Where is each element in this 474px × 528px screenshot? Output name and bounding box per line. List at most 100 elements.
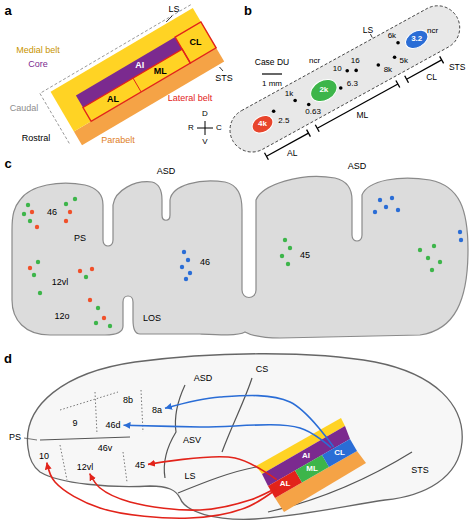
- panel-a-drawing: [40, 5, 224, 146]
- recording-site-dot: [354, 69, 358, 73]
- sulcus-label: LS: [363, 25, 373, 34]
- projection-arrow: [148, 457, 277, 480]
- panel-c-drawing: [12, 177, 468, 338]
- recording-site: 4k: [256, 119, 269, 129]
- connectors: [47, 396, 334, 519]
- sulcus-label: ASD: [194, 374, 213, 383]
- sulcus-label: PS: [74, 234, 86, 243]
- cortex-strip: [230, 6, 460, 152]
- labelled-neuron-dot: [108, 324, 112, 328]
- region-label: Medial belt: [16, 46, 60, 55]
- recording-site-dot: [345, 69, 349, 73]
- labelled-neuron-dot: [390, 196, 394, 200]
- labelled-neuron-dot: [430, 268, 434, 272]
- auditory-area: ML: [304, 464, 320, 474]
- sulcus-label: CS: [256, 365, 269, 374]
- brain-outline: [27, 354, 462, 520]
- cl-region: [322, 439, 357, 467]
- labelled-neuron-dot: [22, 212, 26, 216]
- recording-site-dot: [293, 99, 297, 103]
- compass-line: [197, 128, 213, 129]
- scale-label: 1 mm: [262, 80, 282, 88]
- sulcus-label: LS: [168, 5, 179, 14]
- sulcus-label: STS: [215, 74, 233, 83]
- labelled-neuron-dot: [32, 273, 36, 277]
- area-label: 12vl: [52, 278, 69, 287]
- belt-area: CL: [188, 37, 204, 48]
- sulcus-label: ASD: [157, 167, 176, 176]
- sulcus-label: LS: [184, 472, 195, 481]
- auditory-area: AL: [278, 479, 293, 489]
- labelled-neuron-dot: [28, 266, 32, 270]
- area-label: 45: [300, 251, 310, 260]
- area-name: CL: [190, 38, 202, 47]
- compass-letter: C: [216, 124, 222, 132]
- labelled-neuron-dot: [182, 250, 186, 254]
- auditory-area: CL: [332, 448, 347, 458]
- sulcus-line: [40, 437, 130, 440]
- labelled-neuron-dot: [38, 291, 42, 295]
- frequency-label: 16: [351, 57, 360, 65]
- field-label: ML: [356, 111, 368, 120]
- leader-line: [370, 34, 372, 38]
- labelled-neuron-dot: [373, 210, 377, 214]
- frontal-area: 10: [37, 451, 51, 462]
- area-name: 8a: [152, 406, 162, 415]
- area-border: [123, 452, 127, 482]
- recording-site-dot: [377, 63, 381, 67]
- projection-arrow: [165, 396, 334, 447]
- labelled-neuron-dot: [30, 210, 34, 214]
- compass-letter: V: [202, 138, 207, 146]
- core-region: [76, 37, 182, 107]
- panel-letter: c: [4, 157, 11, 170]
- labelled-neuron-dot: [68, 210, 72, 214]
- labelled-neuron-dot: [184, 277, 188, 281]
- panel-b-drawing: [230, 6, 460, 160]
- sulcus-line: [222, 378, 252, 452]
- recording-blob: [402, 27, 431, 53]
- field-label: AL: [287, 149, 297, 158]
- labelled-neuron-dot: [180, 265, 184, 269]
- field-bar-tick: [396, 81, 400, 88]
- frontal-area: 46d: [103, 420, 122, 431]
- cl-outline: [175, 22, 216, 63]
- projection-arrow: [124, 425, 332, 448]
- labelled-neuron-dot: [26, 203, 30, 207]
- region-label: Lateral belt: [168, 94, 213, 103]
- frequency-label: 8k: [384, 66, 392, 74]
- sulcus-label: ASD: [348, 162, 367, 171]
- field-bar-tick: [265, 153, 269, 160]
- frontal-area: 8a: [150, 405, 164, 416]
- labelled-neuron-dot: [280, 254, 284, 258]
- area-name: AI: [135, 61, 144, 70]
- labelled-neuron-dot: [64, 202, 68, 206]
- labelled-neuron-dot: [432, 244, 436, 248]
- leader-line: [24, 438, 37, 440]
- region-label: Parabelt: [101, 136, 135, 145]
- frequency-label: 1k: [285, 90, 293, 98]
- panel-letter: b: [244, 4, 252, 17]
- region-label: Core: [28, 60, 48, 69]
- area-border: [60, 392, 118, 410]
- belt-divider: [133, 78, 141, 92]
- frontal-area: 45: [133, 460, 147, 471]
- core-area: AI: [133, 60, 146, 71]
- leader-line: [166, 16, 172, 22]
- labelled-neuron-dot: [90, 267, 94, 271]
- recording-site-dot: [307, 103, 311, 107]
- field-bar-tick: [315, 125, 319, 132]
- recording-blob: [307, 75, 341, 106]
- field-label: CL: [426, 73, 437, 82]
- field-bar-tick: [307, 130, 311, 137]
- area-label: 8b: [123, 396, 133, 405]
- labelled-neuron-dot: [94, 321, 98, 325]
- coronal-section: [12, 177, 468, 338]
- labelled-neuron-dot: [186, 258, 190, 262]
- field-bar-tick: [440, 56, 444, 63]
- labelled-neuron-dot: [378, 198, 382, 202]
- area-name: 3.2: [411, 35, 422, 43]
- area-name: 10: [39, 452, 49, 461]
- labelled-neuron-dot: [458, 230, 462, 234]
